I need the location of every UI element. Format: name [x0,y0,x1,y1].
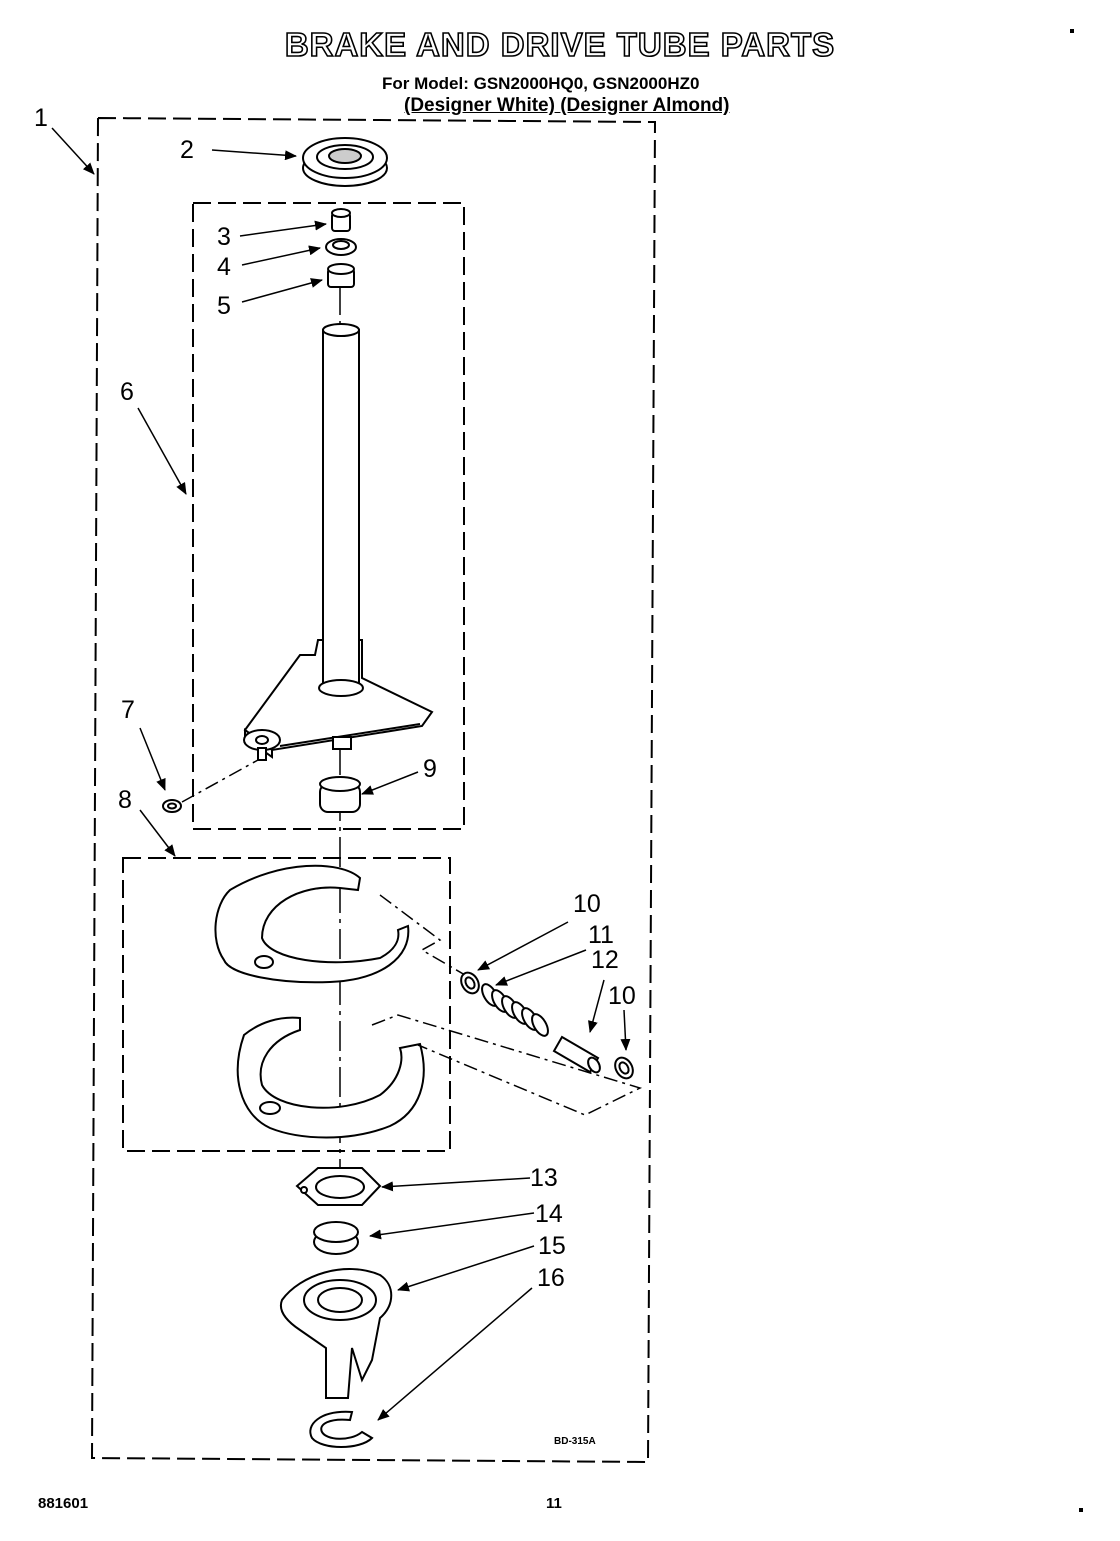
nut-part [162,799,182,813]
assembly-boundary-drive-tube [192,202,465,830]
callout-1: 1 [34,104,48,132]
callout-4: 4 [217,253,231,281]
spring-assembly-parts [460,971,634,1080]
bearing-part [319,776,361,813]
callout-3: 3 [217,223,231,251]
brake-shoe-lower [236,1016,425,1139]
scan-speck [1070,29,1074,33]
callout-12: 12 [591,946,619,974]
brake-shoe-upper [214,864,410,984]
callout-10-a: 10 [573,890,601,918]
page-title: BRAKE AND DRIVE TUBE PARTS [284,25,836,64]
bushing-parts [325,208,357,288]
callout-13: 13 [530,1164,558,1192]
scan-speck [1079,1508,1083,1512]
assembly-boundary-brake [122,857,451,1152]
callout-8: 8 [118,786,132,814]
retainer-part [295,1167,382,1206]
document-number: 881601 [38,1495,89,1512]
variants-line: (Designer White) (Designer Almond) [404,95,730,116]
callout-5: 5 [217,292,231,320]
drive-tube-part [243,323,434,761]
callout-6: 6 [120,378,134,406]
callout-10-b: 10 [608,982,636,1010]
snap-ring-part [309,1410,374,1448]
page-number: 11 [546,1495,562,1512]
ring-part [313,1221,359,1255]
model-line: For Model: GSN2000HQ0, GSN2000HZ0 [382,74,700,93]
callout-9: 9 [423,755,437,783]
seal-part [302,137,388,187]
callout-15: 15 [538,1232,566,1260]
callout-16: 16 [537,1264,565,1292]
callout-11: 11 [588,921,614,949]
housing-part [280,1268,393,1399]
callout-2: 2 [180,136,194,164]
drawing-code: BD-315A [554,1436,596,1447]
callout-7: 7 [121,696,135,724]
callout-14: 14 [535,1200,563,1228]
